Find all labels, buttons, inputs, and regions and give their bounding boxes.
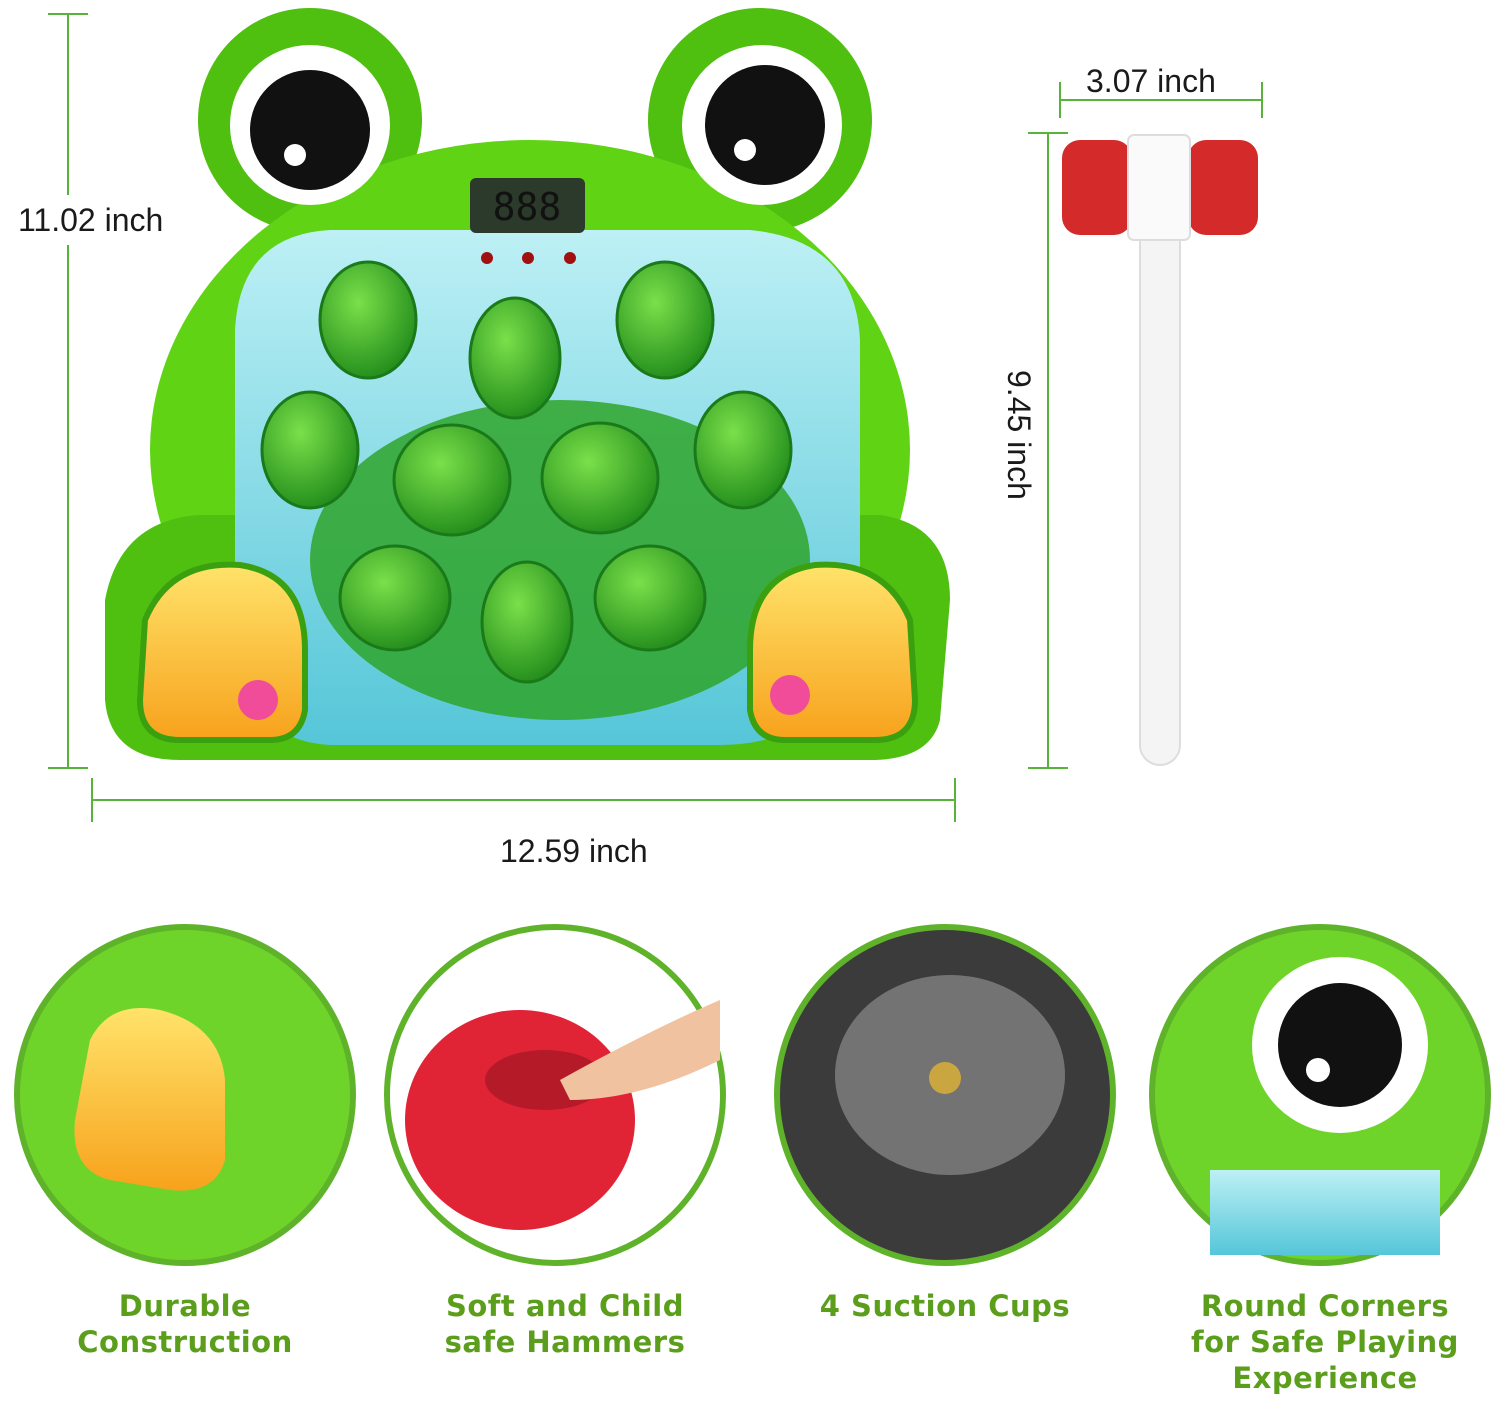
hammer xyxy=(1062,134,1258,766)
feature-text: 4 Suction Cups xyxy=(819,1289,1071,1323)
hammer-width-label: 3.07 inch xyxy=(1086,63,1216,99)
feature-text: for Safe Playing xyxy=(1191,1325,1459,1359)
foot-left xyxy=(136,561,308,743)
feature-text: Experience xyxy=(1232,1361,1418,1395)
width-dimension xyxy=(91,778,956,822)
eye-right xyxy=(682,45,842,205)
feature-durable-construction: Durable Construction xyxy=(35,1288,335,1360)
feature-suction-cups: 4 Suction Cups xyxy=(795,1288,1095,1324)
eye-left xyxy=(230,45,390,205)
feature-text: Durable xyxy=(118,1289,252,1323)
feature-round-corners: Round Corners for Safe Playing Experienc… xyxy=(1160,1288,1490,1396)
hammer-width-dimension xyxy=(1059,82,1263,118)
hammer-length-label: 9.45 inch xyxy=(1001,370,1037,500)
foot-right xyxy=(747,561,919,743)
feature-text: safe Hammers xyxy=(444,1325,686,1359)
feature-image-hammer xyxy=(384,924,726,1266)
music-note-icon xyxy=(238,680,278,720)
feature-image-round-corners xyxy=(1149,924,1491,1266)
feature-text: Soft and Child xyxy=(445,1289,685,1323)
height-label: 11.02 inch xyxy=(18,202,163,238)
svg-text:888: 888 xyxy=(493,185,562,229)
feature-text: Construction xyxy=(77,1325,293,1359)
frog-toy: 888 xyxy=(105,8,950,760)
feature-image-durable xyxy=(14,924,356,1266)
height-dimension xyxy=(48,13,88,769)
feature-soft-hammers: Soft and Child safe Hammers xyxy=(405,1288,725,1360)
feature-image-suction-cup xyxy=(774,924,1116,1266)
score-display: 888 xyxy=(470,178,585,264)
width-label: 12.59 inch xyxy=(500,833,648,869)
frog-moles xyxy=(260,260,793,684)
play-pause-icon xyxy=(770,675,810,715)
feature-text: Round Corners xyxy=(1200,1289,1450,1323)
hammer-length-dimension xyxy=(1028,132,1068,769)
